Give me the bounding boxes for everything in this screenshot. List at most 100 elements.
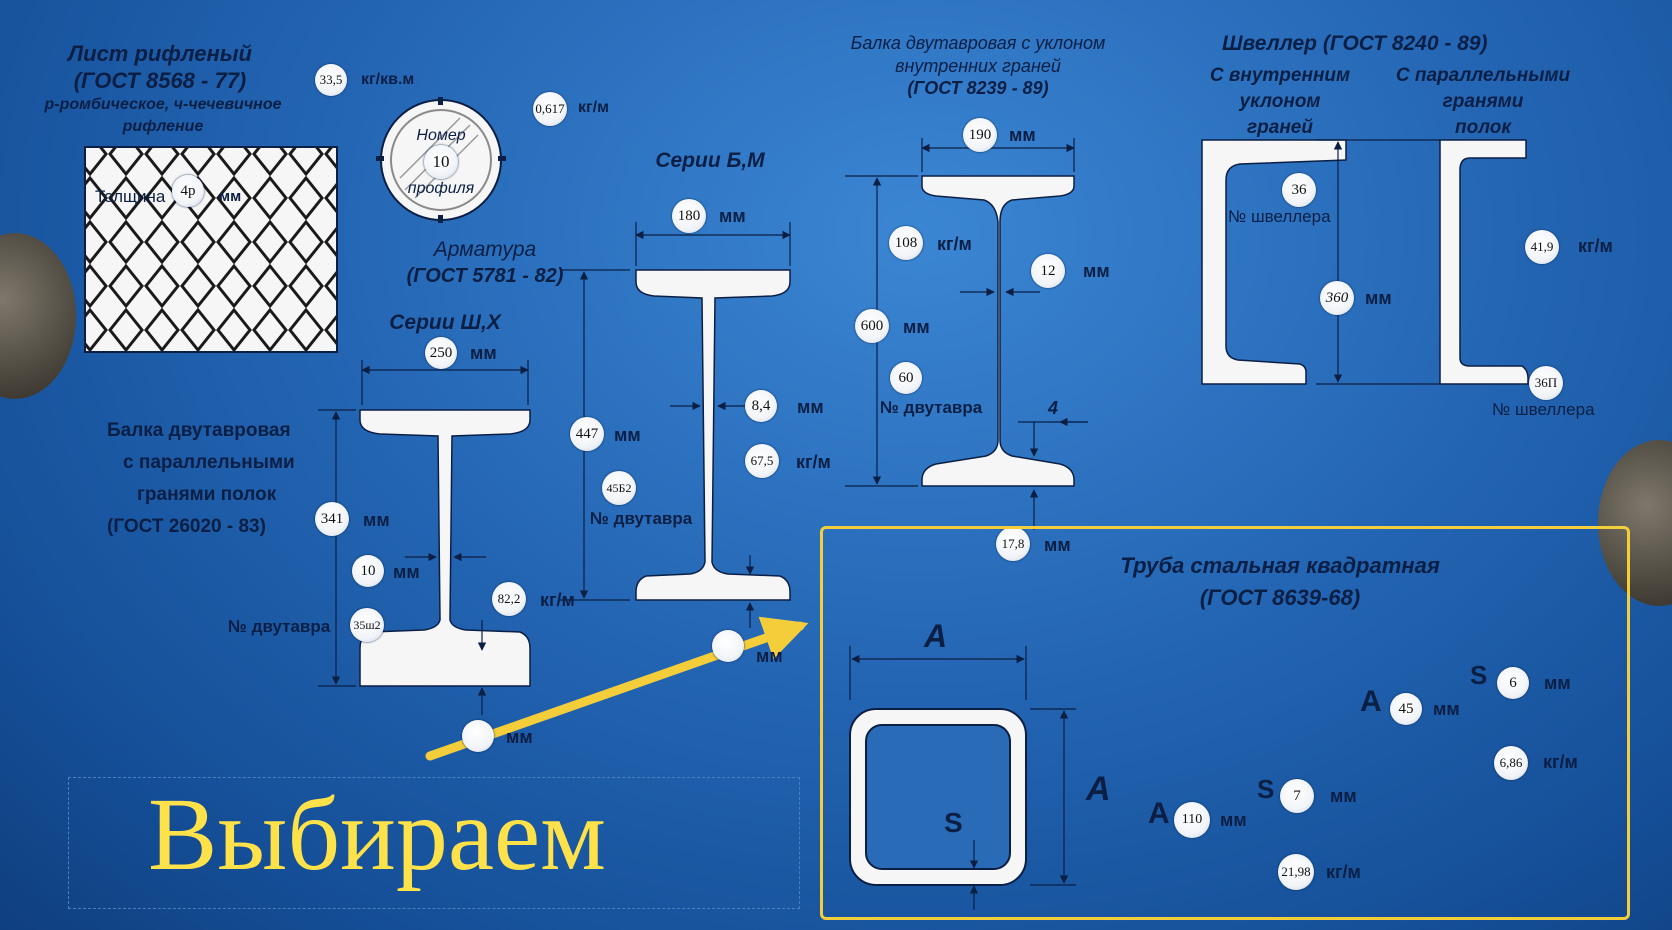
beam-bm-flange-hole[interactable] xyxy=(712,630,744,662)
beam-tapered-height-value[interactable]: 600 xyxy=(855,309,889,343)
beam-tapered-number-label: № двутавра xyxy=(880,398,983,417)
sheet-mass-area-unit: кг/кв.м xyxy=(361,71,415,88)
tube-r1-s-label: S xyxy=(1470,660,1488,690)
beam-tapered-mass-value[interactable]: 108 xyxy=(889,226,923,260)
beam-parallel-gost: (ГОСТ 26020 - 83) xyxy=(107,516,266,537)
tube-r1-s-value[interactable]: 6 xyxy=(1497,667,1529,699)
sheet-desc-1: р-ромбическое, ч-чечевичное xyxy=(44,96,282,113)
channel-mass-unit: кг/м xyxy=(1578,236,1613,256)
beam-tapered-flange-value[interactable]: 17,8 xyxy=(996,527,1030,561)
beam-bm-number-label: № двутавра xyxy=(590,509,693,528)
tube-r2-a-value[interactable]: 110 xyxy=(1174,802,1210,838)
rebar-number[interactable]: 10 xyxy=(424,145,458,179)
beam-bm-number-value[interactable]: 45Б2 xyxy=(602,471,636,505)
channel-height-unit: мм xyxy=(1365,288,1392,308)
beam-parallel-width-unit: мм xyxy=(470,343,497,363)
sheet-mass-area-value[interactable]: 33,5 xyxy=(315,64,347,96)
beam-parallel-series: Серии Ш,Х xyxy=(389,311,501,334)
beam-bm-height-value[interactable]: 447 xyxy=(570,417,604,451)
beam-tapered-web-unit: мм xyxy=(1083,261,1110,281)
sheet-mass-length-value[interactable]: 0,617 xyxy=(533,92,567,126)
beam-parallel-height-unit: мм xyxy=(363,510,390,530)
sheet-thickness-unit: мм xyxy=(219,188,242,205)
sheet-desc-2: рифление xyxy=(122,118,204,135)
tube-r2-a-label: A xyxy=(1148,797,1170,830)
channel-right-title-3: полок xyxy=(1454,117,1512,138)
rebar-gost: (ГОСТ 5781 - 82) xyxy=(406,265,564,287)
tube-r1-a-unit: мм xyxy=(1433,699,1460,719)
tube-r1-a-label: A xyxy=(1360,685,1382,718)
beam-tapered-shape xyxy=(921,175,1075,487)
rebar-bottom-label: профиля xyxy=(407,180,475,197)
tube-r1-s-unit: мм xyxy=(1544,673,1571,693)
channel-left-title-2: уклоном xyxy=(1239,91,1321,112)
beam-tapered-web-value[interactable]: 12 xyxy=(1031,254,1065,288)
tube-r2-a-unit: мм xyxy=(1220,810,1247,830)
sheet-gost: (ГОСТ 8568 - 77) xyxy=(73,68,247,93)
channel-number-label: № швеллера xyxy=(1228,207,1331,226)
beam-bm-mass-value[interactable]: 67,5 xyxy=(745,444,779,478)
channel-left-title-3: граней xyxy=(1247,117,1313,138)
tube-r2-s-unit: мм xyxy=(1330,786,1357,806)
tube-dim-a-top: A xyxy=(924,618,948,654)
beam-bm-web-unit: мм xyxy=(797,397,824,417)
beam-parallel-title-1: Балка двутавровая xyxy=(107,420,291,441)
rebar-top-label: Номер xyxy=(416,127,466,144)
tube-r1-mass-value[interactable]: 6,86 xyxy=(1494,746,1528,780)
tube-r2-mass-unit: кг/м xyxy=(1326,862,1361,882)
beam-tapered-number-value[interactable]: 60 xyxy=(890,362,922,394)
channel-height-value[interactable]: 360 xyxy=(1320,281,1354,315)
beam-parallel-title-2: с параллельными xyxy=(123,452,295,473)
sheet-title: Лист рифленый xyxy=(68,41,252,66)
beam-parallel-height-value[interactable]: 341 xyxy=(315,502,349,536)
tube-r1-a-value[interactable]: 45 xyxy=(1390,693,1422,725)
beam-bm-height-unit: мм xyxy=(614,425,641,445)
channel-left-title-1: С внутренним xyxy=(1209,65,1351,86)
channel-number-value[interactable]: 36 xyxy=(1282,173,1316,207)
beam-bm-flange-unit: мм xyxy=(756,646,783,666)
beam-tapered-width-value[interactable]: 190 xyxy=(963,118,997,152)
beam-tapered-gost: (ГОСТ 8239 - 89) xyxy=(907,78,1049,98)
rebar-title: Арматура xyxy=(433,238,537,261)
channel-mass-value[interactable]: 41,9 xyxy=(1525,230,1559,264)
beam-tapered-title-2: внутренних граней xyxy=(895,56,1061,76)
beam-tapered-width-unit: мм xyxy=(1009,125,1036,145)
beam-series-bm-shape xyxy=(635,269,791,601)
tube-r2-s-value[interactable]: 7 xyxy=(1280,779,1314,813)
beam-parallel-shape xyxy=(359,409,531,687)
channel-title: Швеллер (ГОСТ 8240 - 89) xyxy=(1222,32,1488,55)
channel-right-title-2: гранями xyxy=(1442,91,1524,112)
beam-parallel-title-3: гранями полок xyxy=(137,484,277,505)
sheet-thickness-value[interactable]: 4р xyxy=(172,175,204,207)
beam-bm-web-value[interactable]: 8,4 xyxy=(745,390,777,422)
square-tube-shape xyxy=(849,708,1027,886)
beam-bm-series: Серии Б,М xyxy=(655,149,765,172)
channel-right-title-1: С параллельными xyxy=(1395,65,1571,86)
tube-r1-mass-unit: кг/м xyxy=(1543,752,1578,772)
beam-tapered-flange-unit: мм xyxy=(1044,535,1071,555)
caption-frame xyxy=(68,777,800,909)
beam-parallel-number-value[interactable]: 35ш2 xyxy=(350,608,384,642)
sheet-thickness-label: Толщина xyxy=(95,187,166,206)
beam-parallel-web-value[interactable]: 10 xyxy=(352,555,384,587)
beam-bm-width-unit: мм xyxy=(719,206,746,226)
beam-parallel-number-label: № двутавра xyxy=(228,617,331,636)
beam-tapered-height-unit: мм xyxy=(903,317,930,337)
beam-parallel-flange-hole[interactable] xyxy=(462,720,494,752)
beam-parallel-mass-unit: кг/м xyxy=(540,590,575,610)
channel-parallel-shape xyxy=(1439,139,1529,385)
beam-parallel-flange-unit: мм xyxy=(506,727,533,747)
caption-text: Выбираем xyxy=(148,777,606,892)
beam-parallel-mass-value[interactable]: 82,2 xyxy=(492,582,526,616)
beam-tapered-slope-label: 4 xyxy=(1048,398,1059,418)
beam-bm-width-value[interactable]: 180 xyxy=(672,199,706,233)
channel-number2-label: № швеллера xyxy=(1492,400,1595,419)
beam-tapered-title-1: Балка двутавровая с уклоном xyxy=(850,33,1106,53)
tube-r2-mass-value[interactable]: 21,98 xyxy=(1278,854,1314,890)
beam-parallel-width-value[interactable]: 250 xyxy=(425,337,457,369)
channel-tapered-shape xyxy=(1201,139,1347,385)
tube-dim-s: S xyxy=(944,807,963,838)
channel-number2-value[interactable]: 36П xyxy=(1529,366,1563,400)
sheet-mass-length-unit: кг/м xyxy=(578,99,609,116)
